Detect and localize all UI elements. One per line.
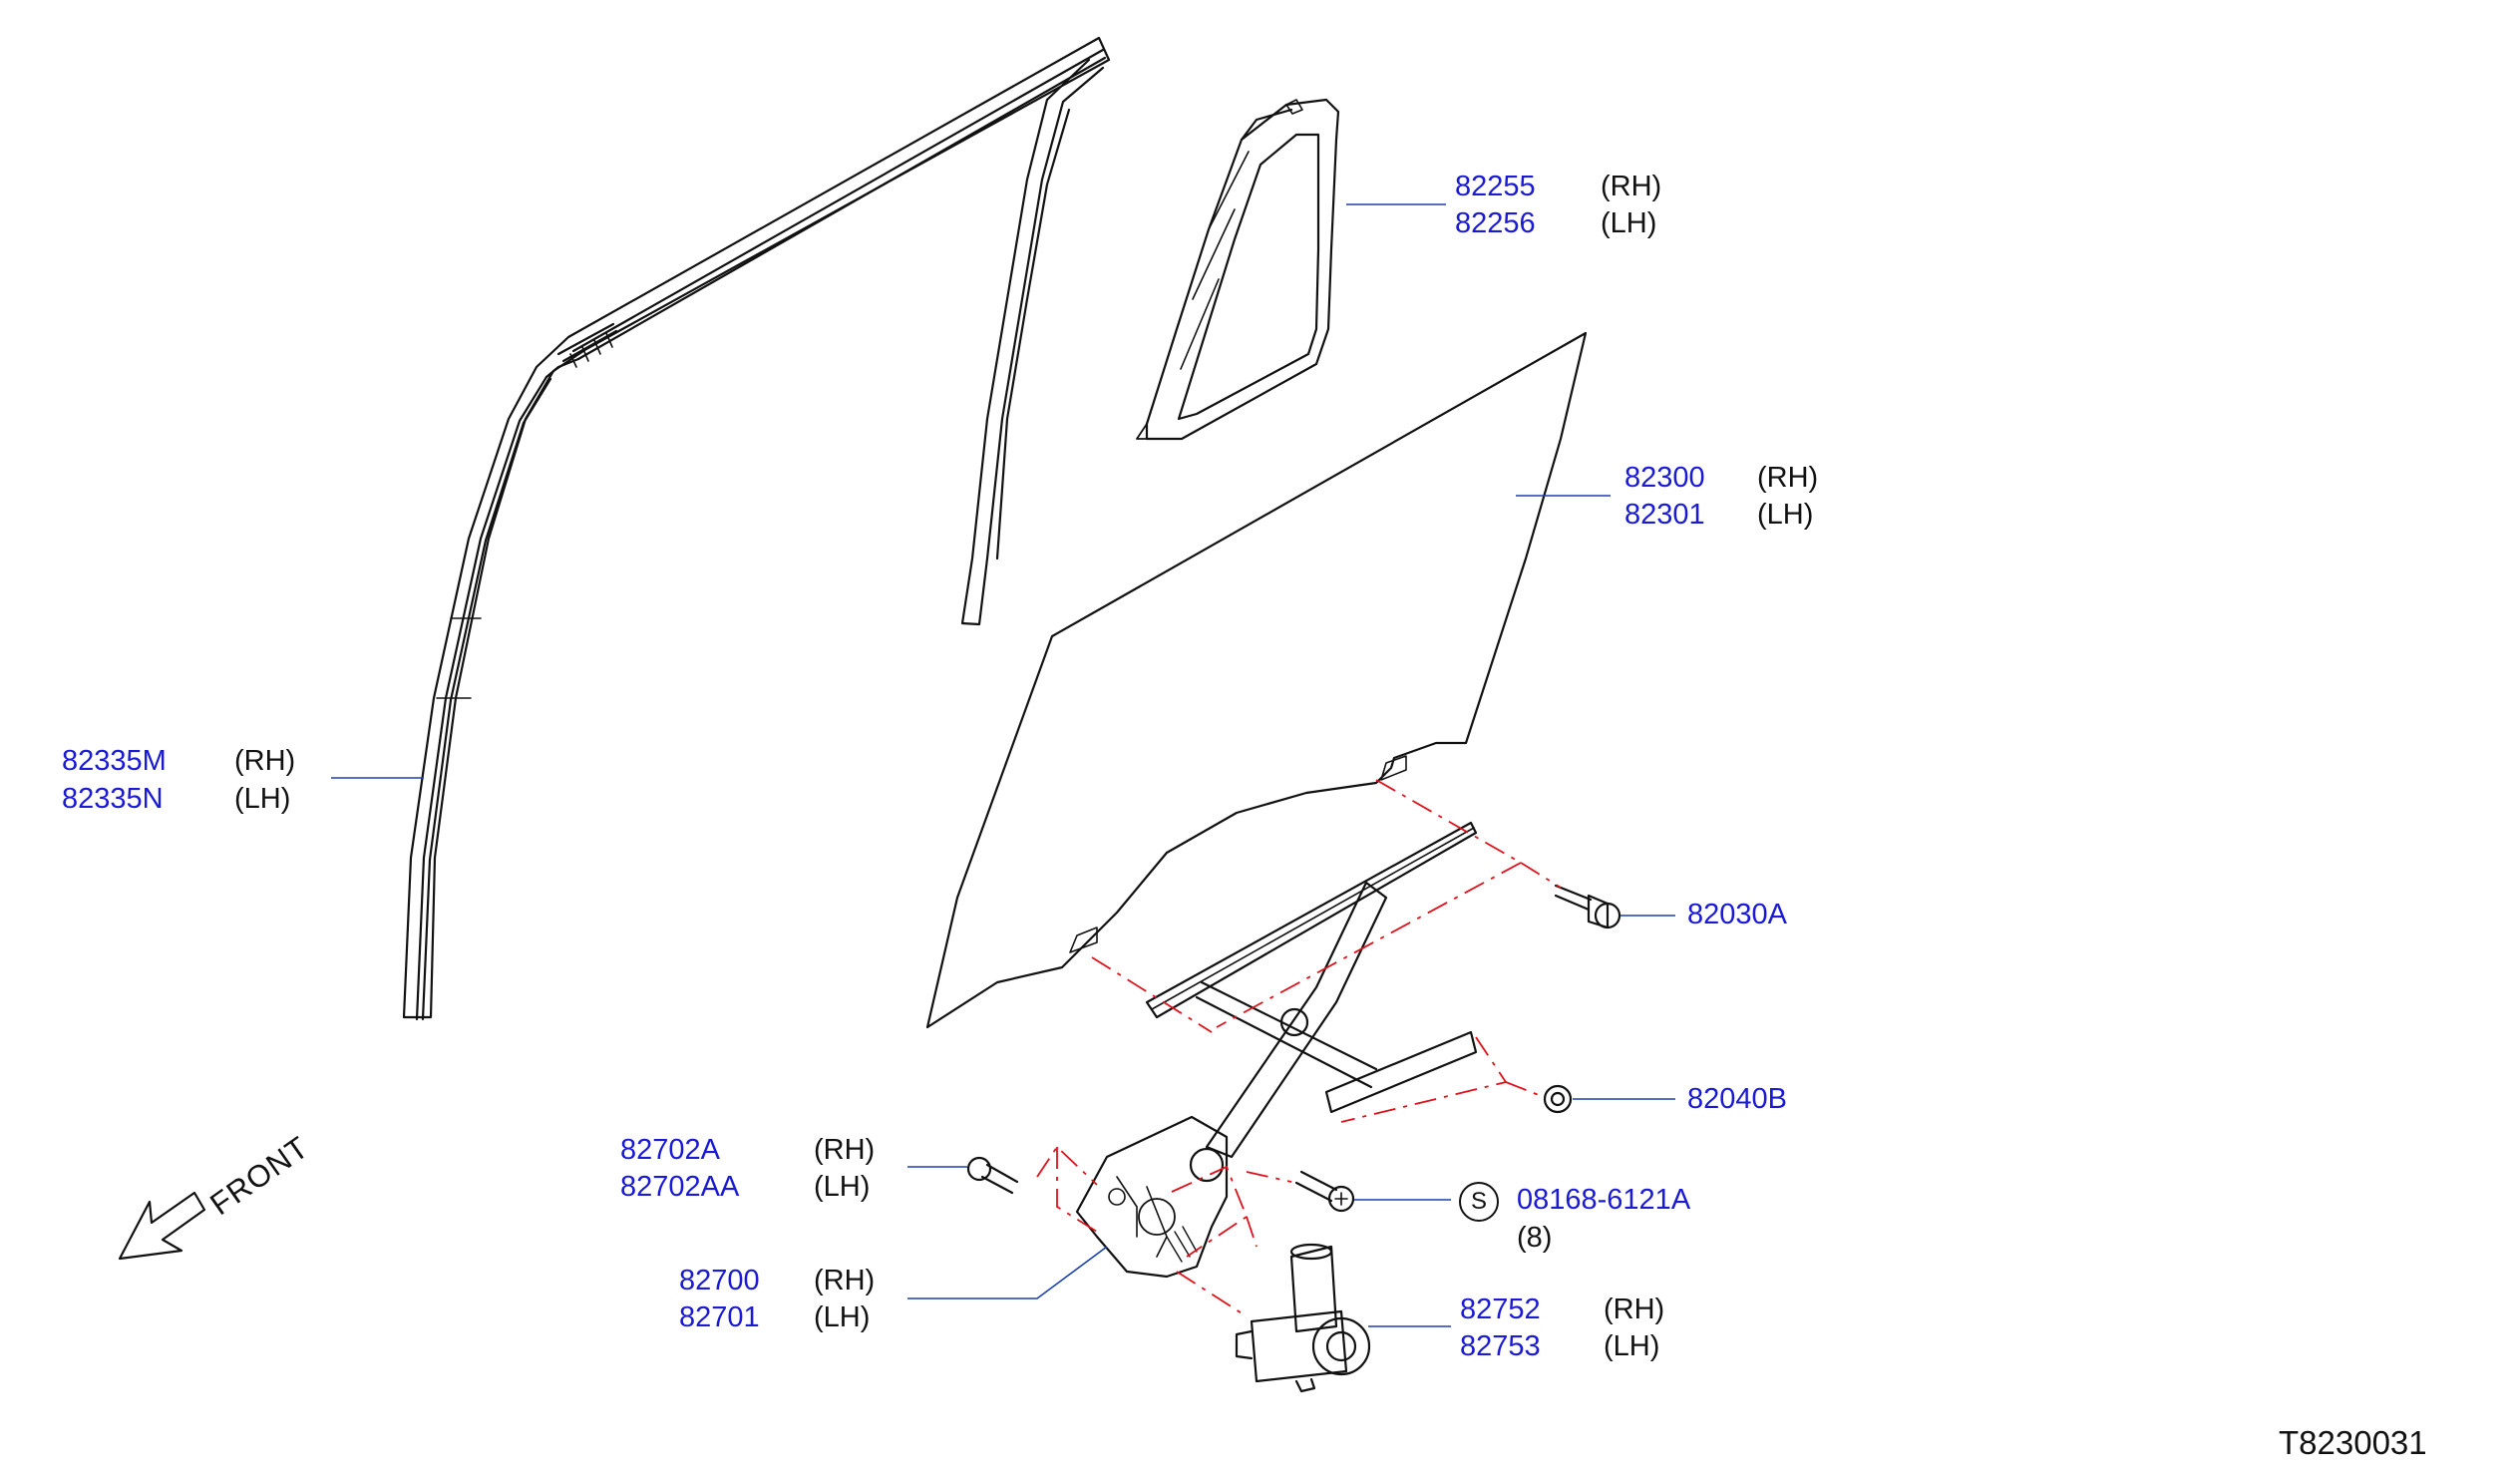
part-number-82702AA[interactable]: 82702AA [620, 1171, 740, 1203]
side-lh-82701: (LH) [814, 1301, 871, 1333]
window-motor [1235, 1243, 1371, 1393]
window-regulator [1075, 821, 1478, 1279]
part-number-82335N[interactable]: 82335N [62, 783, 164, 815]
part-number-82752[interactable]: 82752 [1460, 1294, 1541, 1325]
front-arrow [118, 1191, 206, 1261]
fastener-82030A [1554, 884, 1621, 929]
part-number-82040B[interactable]: 82040B [1687, 1083, 1787, 1115]
side-lh-82301: (LH) [1757, 499, 1814, 531]
quantity-08168-6121A: (8) [1517, 1222, 1553, 1254]
side-rh-82702A: (RH) [814, 1134, 876, 1166]
part-number-82700[interactable]: 82700 [679, 1265, 760, 1296]
side-rh-82300: (RH) [1757, 462, 1819, 494]
side-lh-82753: (LH) [1604, 1330, 1660, 1362]
part-number-82335M[interactable]: 82335M [62, 745, 167, 777]
part-number-82702A[interactable]: 82702A [620, 1134, 720, 1166]
door-sash-channel [402, 36, 1111, 1021]
part-number-82301[interactable]: 82301 [1624, 499, 1705, 531]
side-lh-82256: (LH) [1601, 207, 1657, 239]
rear-door-partition-sash [1136, 98, 1340, 441]
phantom-lines [1036, 779, 1562, 1317]
fastener-82040B [1543, 1084, 1573, 1114]
part-number-82255[interactable]: 82255 [1455, 171, 1536, 202]
part-number-82300[interactable]: 82300 [1624, 462, 1705, 494]
side-rh-82335M: (RH) [234, 745, 296, 777]
part-number-82030A[interactable]: 82030A [1687, 899, 1787, 930]
standard-part-symbol: S [1459, 1182, 1499, 1222]
side-lh-82702AA: (LH) [814, 1171, 871, 1203]
part-number-82753[interactable]: 82753 [1460, 1330, 1541, 1362]
part-number-82701[interactable]: 82701 [679, 1301, 760, 1333]
fastener-08168-6121A [1294, 1170, 1355, 1213]
part-number-08168-6121A[interactable]: 08168-6121A [1517, 1184, 1691, 1216]
figure-code: T8230031 [2279, 1424, 2427, 1461]
side-rh-82255: (RH) [1601, 171, 1662, 202]
leader-lines [331, 203, 1675, 1327]
side-rh-82752: (RH) [1604, 1294, 1665, 1325]
part-number-82256[interactable]: 82256 [1455, 207, 1536, 239]
door-glass [925, 331, 1588, 1029]
side-lh-82335N: (LH) [234, 783, 291, 815]
side-rh-82700: (RH) [814, 1265, 876, 1296]
fastener-82702A [966, 1156, 1019, 1195]
